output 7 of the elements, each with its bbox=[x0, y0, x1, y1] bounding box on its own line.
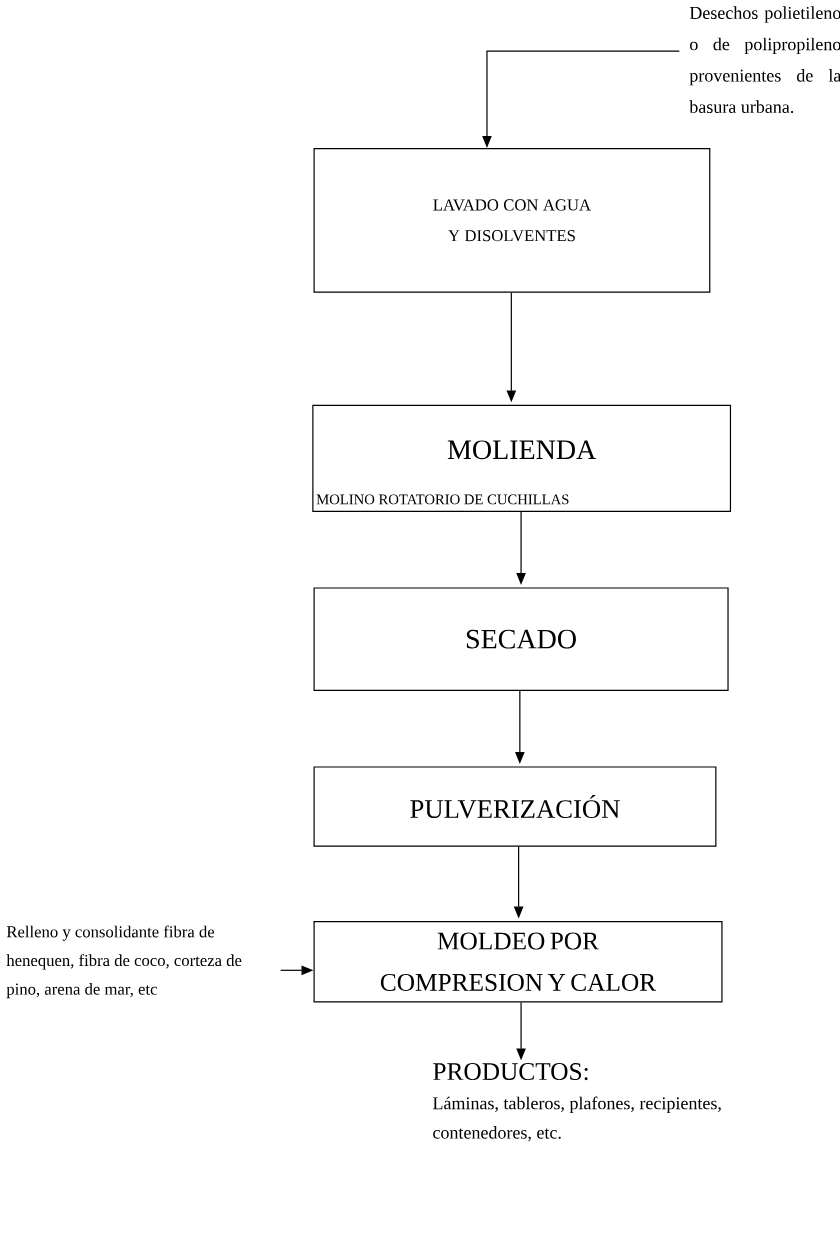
process-box: SECADO bbox=[313, 587, 729, 691]
process-box: MOLDEO POR COMPRESION Y CALOR bbox=[313, 921, 723, 1003]
note-text: Relleno y consolidante fibra de henequen, fibra de coco, corteza de pino, arena de mar, etc bbox=[6, 925, 242, 999]
note-text: PRODUCTOS: Láminas, tableros, plafones, recipientes, contenedores, etc. bbox=[433, 1063, 721, 1142]
process-box: PULVERIZACIÓN bbox=[313, 766, 717, 847]
process-box: MOLIENDA MOLINO ROTATORIO DE CUCHILLAS bbox=[312, 404, 732, 512]
process-box: LAVADO CON AGUA Y DISOLVENTES bbox=[313, 147, 711, 293]
